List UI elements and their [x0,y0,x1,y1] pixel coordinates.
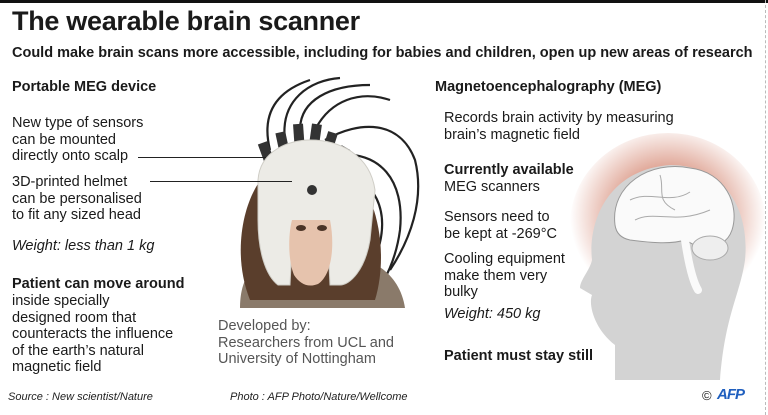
photo-credit: Photo : AFP Photo/Nature/Wellcome [230,391,408,403]
text-line: can be mounted [12,131,116,148]
afp-logo: AFP [717,386,745,403]
text-line: University of Nottingham [218,351,376,367]
text-line: New type of sensors [12,115,144,131]
text-line: designed room that [12,309,137,326]
meg-weight: Weight: 450 kg [444,306,541,322]
face [289,220,333,286]
move-text: inside specially designed room that coun… [12,293,173,376]
helmet-text: 3D-printed helmet can be personalised to… [12,174,142,224]
text-line: inside specially [12,293,110,309]
text-line: Developed by: [218,318,311,334]
portable-weight: Weight: less than 1 kg [12,238,155,254]
text-line: Sensors need to [444,209,550,225]
stay-still-heading: Patient must stay still [444,348,594,364]
text-line: make them very [444,267,548,284]
text-line: bulky [444,284,478,300]
copyright-symbol: © [702,388,712,403]
text-line: Researchers from UCL and [218,334,394,351]
text-line: of the earth’s natural [12,342,144,359]
top-border [0,0,768,3]
text-line: 3D-printed helmet [12,174,128,190]
right-edge-divider [765,0,766,415]
text-line: to fit any sized head [12,207,141,223]
leader-line-sensors [138,157,266,158]
subtitle: Could make brain scans more accessible, … [12,45,753,61]
text-line: brain’s magnetic field [444,126,580,143]
text-line: Records brain activity by measuring [444,110,674,126]
text-line: directly onto scalp [12,148,129,164]
helmet-sensor [307,185,317,195]
text-line: magnetic field [12,359,102,375]
move-heading: Patient can move around [12,276,185,292]
developed-by: Developed by: Researchers from UCL and U… [218,318,394,368]
records-text: Records brain activity by measuring brai… [444,110,674,143]
text-line: be kept at -269°C [444,225,558,242]
cooling-text: Cooling equipment make them very bulky [444,251,565,301]
text-line: counteracts the influence [12,326,174,342]
available-heading: Currently available [444,162,574,178]
portable-meg-heading: Portable MEG device [12,79,157,95]
brain-icon [614,166,735,249]
head-brain-illustration [570,133,765,380]
text-line: can be personalised [12,190,142,207]
available-text: MEG scanners [444,179,540,195]
meg-heading: Magnetoencephalography (MEG) [435,79,662,95]
sensors-cold-text: Sensors need to be kept at -269°C [444,209,557,242]
helmet [257,139,376,286]
page-title: The wearable brain scanner [12,6,360,36]
sensors-text: New type of sensors can be mounted direc… [12,115,143,165]
helmet-photo [240,76,420,308]
source-credit: Source : New scientist/Nature [8,391,153,403]
leader-line-helmet [150,181,292,182]
text-line: Cooling equipment [444,251,565,267]
